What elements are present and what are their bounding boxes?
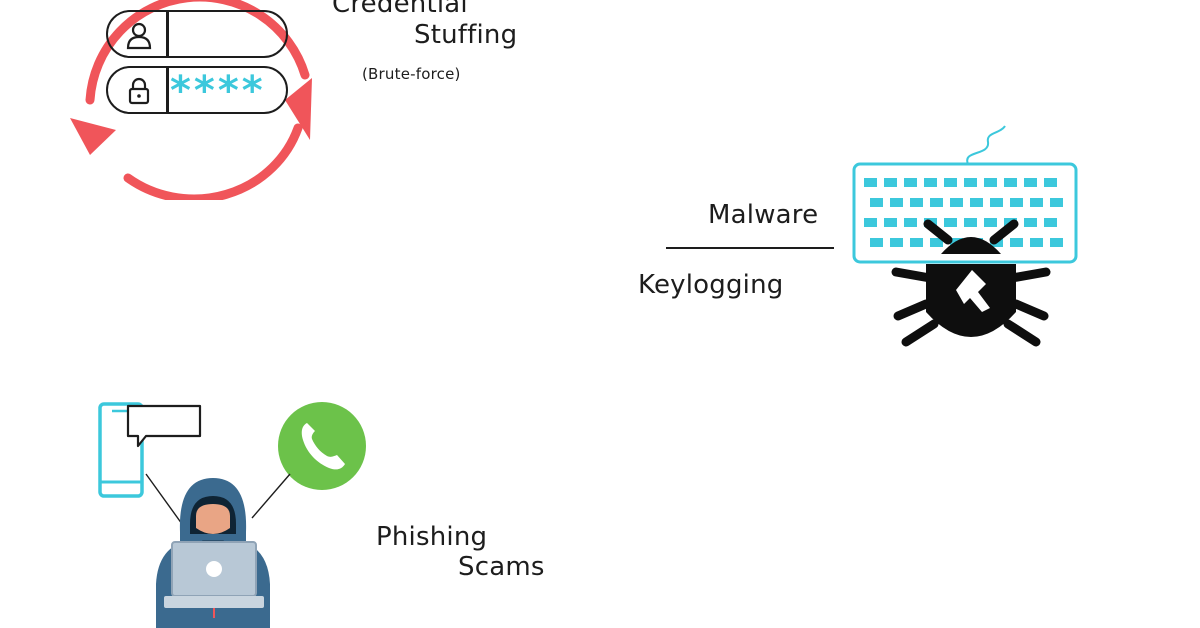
keyboard-key [1004,178,1017,187]
username-field [106,10,288,58]
keyboard-key [1030,238,1043,247]
keyboard-key [984,218,997,227]
keyboard-key [990,198,1003,207]
keyboard-key [870,198,883,207]
credential-title-line1: Credential [332,0,468,19]
keyboard-key [870,238,883,247]
keyboard-key [1030,198,1043,207]
keyboard-key [964,178,977,187]
keyboard-key [984,178,997,187]
keyboard-key [930,238,943,247]
keylogging-label: Keylogging [638,270,784,300]
credential-title-line2: Stuffing [414,20,518,50]
credential-stuffing-section: **** Credential Stuffing (Brute-force) [0,0,560,200]
keyboard-key [1024,178,1037,187]
keyboard-key [924,178,937,187]
keyboard-key [890,238,903,247]
keyboard-key [910,238,923,247]
keyboard-key [864,218,877,227]
keyboard-key [904,178,917,187]
phishing-label-line1: Phishing [376,522,488,552]
connector-lines [145,473,291,525]
keyboard-key [1010,198,1023,207]
password-field: **** [106,66,288,114]
password-mask: **** [170,68,266,114]
keyboard-key [1050,198,1063,207]
keyboard-key [950,198,963,207]
label-divider [666,247,834,249]
keyboard-key [1044,178,1057,187]
chat-bubble-icon [126,404,202,448]
bug-icon [891,219,1051,347]
keyboard-keys [864,178,1063,247]
phone-call-icon [278,402,366,490]
phishing-label-line2: Scams [458,552,545,582]
keyboard-key [910,198,923,207]
keyboard-key [884,178,897,187]
keyboard-key [944,218,957,227]
field-divider [166,12,169,56]
keyboard-key [1044,218,1057,227]
keyboard-key [890,198,903,207]
keyboard-key [1010,238,1023,247]
field-divider [166,68,169,112]
laptop-icon [164,541,264,618]
keyboard-icon [852,125,1078,264]
malware-label: Malware [708,200,819,230]
keyboard-key [930,198,943,207]
credential-subtitle: (Brute-force) [362,65,461,83]
lock-icon [128,77,150,105]
keyboard-key [864,178,877,187]
user-icon [126,22,152,50]
malware-section: Malware Keylogging [620,120,1100,360]
keyboard-key [904,218,917,227]
keyboard-key [1024,218,1037,227]
keyboard-key [944,178,957,187]
keyboard-key [964,218,977,227]
keyboard-key [970,198,983,207]
keyboard-key [884,218,897,227]
keyboard-key [1050,238,1063,247]
phishing-section: Phishing Scams [80,390,580,628]
